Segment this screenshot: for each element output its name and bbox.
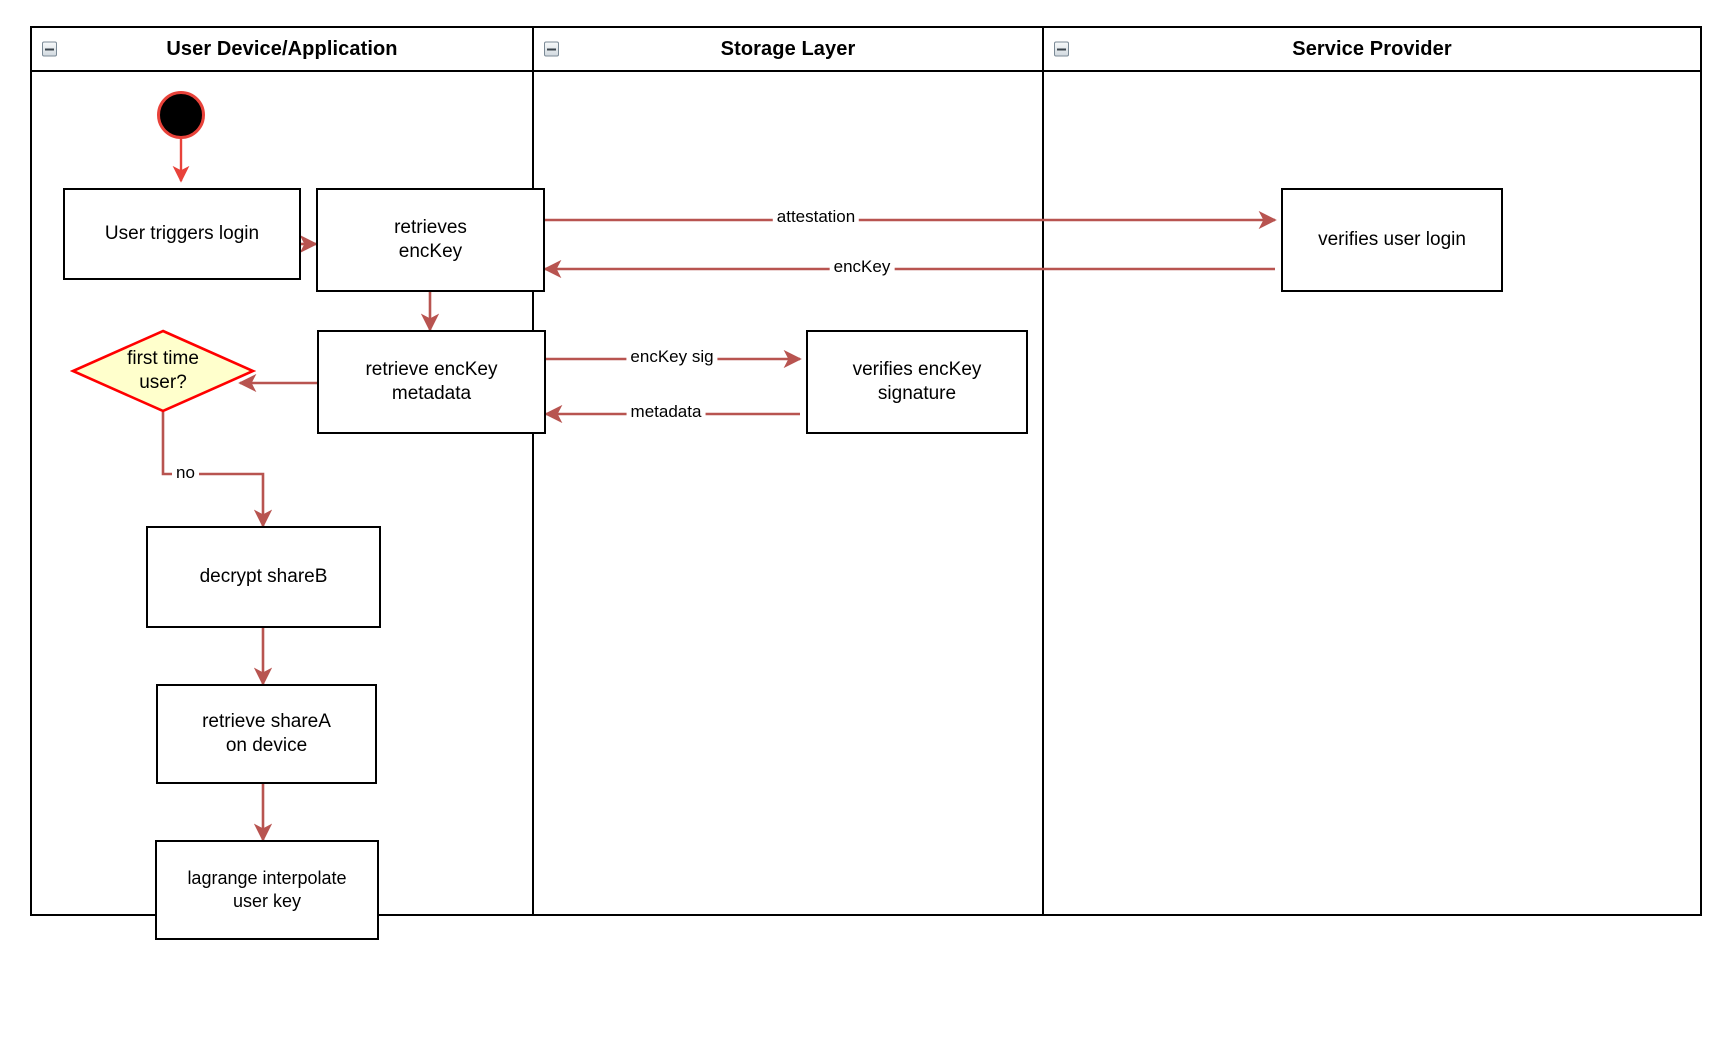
node-retrieve-sharea-on-device[interactable]: retrieve shareA on device: [156, 684, 377, 784]
node-lagrange-interpolate-user-key[interactable]: lagrange interpolate user key: [155, 840, 379, 940]
node-start[interactable]: [157, 91, 205, 139]
lane-header-storage-layer: Storage Layer: [534, 28, 1042, 72]
node-first-time-user[interactable]: first time user?: [69, 328, 257, 414]
node-retrieve-enckey-metadata[interactable]: retrieve encKey metadata: [317, 330, 546, 434]
node-verifies-enckey-signature[interactable]: verifies encKey signature: [806, 330, 1028, 434]
lane-service-provider[interactable]: Service Provider: [1042, 28, 1700, 914]
lane-header-service-provider: Service Provider: [1044, 28, 1700, 72]
node-verifies-user-login[interactable]: verifies user login: [1281, 188, 1503, 292]
lane-user-device[interactable]: User Device/Application: [32, 28, 532, 914]
node-decrypt-shareb[interactable]: decrypt shareB: [146, 526, 381, 628]
lane-title-user-device: User Device/Application: [166, 37, 398, 60]
edge-label-no: no: [172, 463, 199, 483]
edge-label-enckey: encKey: [829, 257, 895, 277]
edge-label-enckey-sig: encKey sig: [626, 347, 718, 367]
lane-title-service-provider: Service Provider: [1292, 37, 1452, 60]
node-retrieves-enckey[interactable]: retrieves encKey: [316, 188, 545, 292]
collapse-minus-icon[interactable]: [42, 41, 57, 57]
lane-storage-layer[interactable]: Storage Layer: [532, 28, 1042, 914]
edge-label-metadata: metadata: [626, 402, 706, 422]
node-user-triggers-login[interactable]: User triggers login: [63, 188, 301, 280]
collapse-minus-icon[interactable]: [544, 41, 559, 57]
edge-label-attestation: attestation: [772, 207, 860, 227]
lane-header-user-device: User Device/Application: [32, 28, 532, 72]
lane-title-storage-layer: Storage Layer: [720, 37, 856, 60]
decision-diamond-shape: [69, 329, 257, 413]
collapse-minus-icon[interactable]: [1054, 41, 1069, 57]
